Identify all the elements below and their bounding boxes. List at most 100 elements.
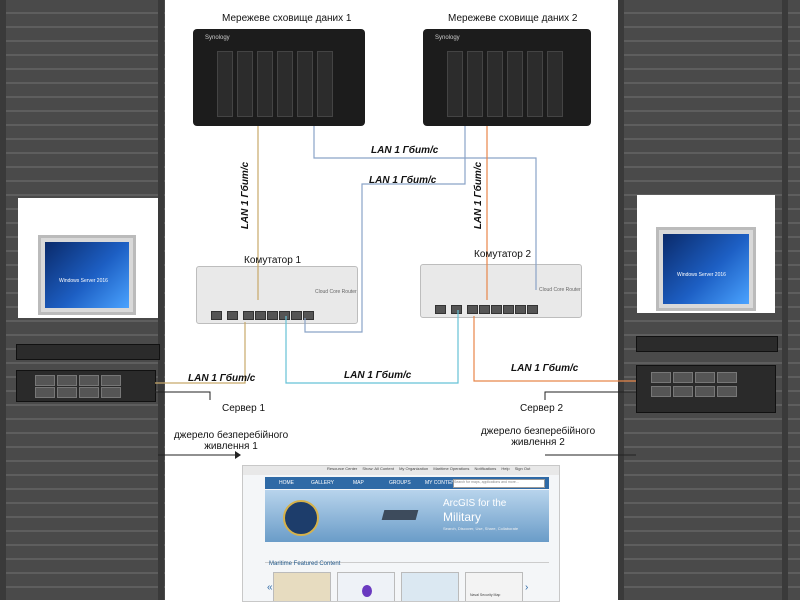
server-2-chassis xyxy=(636,365,776,413)
nas-2-title: Мережеве сховище даних 2 xyxy=(448,13,578,24)
nas-1-brand: Synology xyxy=(205,35,230,41)
right-rack-rail xyxy=(618,0,624,600)
drive-bay xyxy=(101,387,121,398)
drive-bay xyxy=(35,387,55,398)
right-rack-rail-right xyxy=(782,0,788,600)
ups-1-label: джерело безперебійного живлення 1 xyxy=(173,430,289,452)
ethernet-port xyxy=(515,305,526,314)
drive-bay xyxy=(673,386,693,397)
nas-bay xyxy=(507,51,523,117)
nas-2-device: Synology xyxy=(423,29,591,126)
nav-home[interactable]: HOME xyxy=(279,480,294,486)
server-1-label: Сервер 1 xyxy=(222,403,266,414)
ethernet-port xyxy=(243,311,254,320)
carousel-prev-icon[interactable]: « xyxy=(267,582,273,593)
arrow-ups1 xyxy=(235,451,241,459)
drive-bay xyxy=(695,386,715,397)
server-2-keyboard-tray xyxy=(636,336,778,352)
screen-os-label: Windows Server 2016 xyxy=(59,278,108,284)
nav-my-content[interactable]: MY CONTENT xyxy=(425,480,458,486)
ethernet-port xyxy=(503,305,514,314)
ethernet-port xyxy=(279,311,290,320)
topbar-resource-center[interactable]: Resource Center xyxy=(327,466,358,471)
topbar-maritime-operations[interactable]: Maritime Operations xyxy=(433,466,470,471)
link-nas1-switch2 xyxy=(313,126,537,290)
featured-title: Maritime Featured Content xyxy=(269,561,341,567)
nas-bay xyxy=(487,51,503,117)
featured-thumb-1[interactable] xyxy=(273,572,331,601)
switch-1-device: Cloud Core Router xyxy=(196,266,358,324)
link-label-nas2-switch2: LAN 1 Гбит/с xyxy=(473,161,485,230)
nas-bay xyxy=(447,51,463,117)
drive-bay xyxy=(35,375,55,386)
topbar-sign-out[interactable]: Sign Out xyxy=(514,466,531,471)
portal-search-placeholder: Search for maps, applications and more..… xyxy=(454,480,519,484)
ethernet-port xyxy=(291,311,302,320)
windows-desktop-screen: Windows Server 2016 xyxy=(45,242,129,308)
link-switch1-server1 xyxy=(155,322,246,384)
nav-map[interactable]: MAP xyxy=(353,480,364,486)
ethernet-port xyxy=(491,305,502,314)
drive-bay xyxy=(673,372,693,383)
featured-thumb-4[interactable]: Naval Security Map xyxy=(465,572,523,601)
ethernet-port xyxy=(211,311,222,320)
drive-bay xyxy=(695,372,715,383)
nas-1-device: Synology xyxy=(193,29,365,126)
switch-2-title: Комутатор 2 xyxy=(474,249,532,260)
switch-2-model: Cloud Core Router xyxy=(539,287,581,293)
ethernet-port xyxy=(303,311,314,320)
portal-banner: ArcGIS for the Military Search, Discover… xyxy=(265,490,549,542)
drive-bay xyxy=(79,375,99,386)
link-label-switch1-switch2: LAN 1 Гбит/с xyxy=(344,370,412,381)
banner-subtitle: Search, Discover, Use, Share, Collaborat… xyxy=(443,526,519,531)
ethernet-port xyxy=(451,305,462,314)
left-rack-rail xyxy=(0,0,6,600)
topbar-notifications[interactable]: Notifications xyxy=(474,466,497,471)
ethernet-port xyxy=(227,311,238,320)
nas-bay xyxy=(277,51,293,117)
arcgis-portal-screenshot: Resource Center Show: All Content My Org… xyxy=(242,465,560,602)
nas-bay xyxy=(257,51,273,117)
link-label-switch1-server1: LAN 1 Гбит/с xyxy=(188,373,256,384)
portal-topbar: Resource Center Show: All Content My Org… xyxy=(243,466,559,475)
heatmap-blob xyxy=(362,585,372,597)
ethernet-port xyxy=(255,311,266,320)
featured-thumb-3[interactable] xyxy=(401,572,459,601)
link-label-switch2-server2: LAN 1 Гбит/с xyxy=(511,363,579,374)
link-label-nas1-switch2: LAN 1 Гбит/с xyxy=(371,145,439,156)
ups-2-label: джерело безперебійного живлення 2 xyxy=(480,426,596,448)
leader-server1 xyxy=(155,391,211,400)
featured-thumb-2[interactable] xyxy=(337,572,395,601)
windows-desktop-screen-2: Windows Server 2016 xyxy=(663,234,749,304)
portal-search-box[interactable]: Search for maps, applications and more..… xyxy=(453,479,545,488)
nav-gallery[interactable]: GALLERY xyxy=(311,480,334,486)
nas-bay xyxy=(467,51,483,117)
ethernet-port xyxy=(267,311,278,320)
nas-bay xyxy=(297,51,313,117)
server-2-label: Сервер 2 xyxy=(520,403,564,414)
banner-title: ArcGIS for the xyxy=(443,498,507,509)
switch-2-device: Cloud Core Router xyxy=(420,264,582,318)
topbar-my-organization[interactable]: My Organization xyxy=(399,466,429,471)
banner-title-2: Military xyxy=(443,510,481,524)
ethernet-port xyxy=(527,305,538,314)
ethernet-port xyxy=(467,305,478,314)
switch-1-title: Комутатор 1 xyxy=(244,255,302,266)
ethernet-port xyxy=(479,305,490,314)
ethernet-port xyxy=(435,305,446,314)
military-emblem-icon xyxy=(283,500,319,536)
drive-bay xyxy=(57,375,77,386)
topbar-show-content[interactable]: Show: All Content xyxy=(362,466,394,471)
monitor-server-1: Windows Server 2016 xyxy=(38,235,136,315)
nas-1-title: Мережеве сховище даних 1 xyxy=(222,13,352,24)
link-switch2-server2 xyxy=(473,316,636,382)
featured-header: Maritime Featured Content xyxy=(265,552,549,567)
ship-icon xyxy=(381,510,419,520)
left-rack-rail-right xyxy=(158,0,164,600)
carousel-next-icon[interactable]: › xyxy=(525,582,529,593)
monitor-server-2: Windows Server 2016 xyxy=(656,227,756,311)
topbar-help[interactable]: Help xyxy=(501,466,510,471)
nav-groups[interactable]: GROUPS xyxy=(389,480,411,486)
drive-bay xyxy=(101,375,121,386)
drive-bay xyxy=(651,386,671,397)
